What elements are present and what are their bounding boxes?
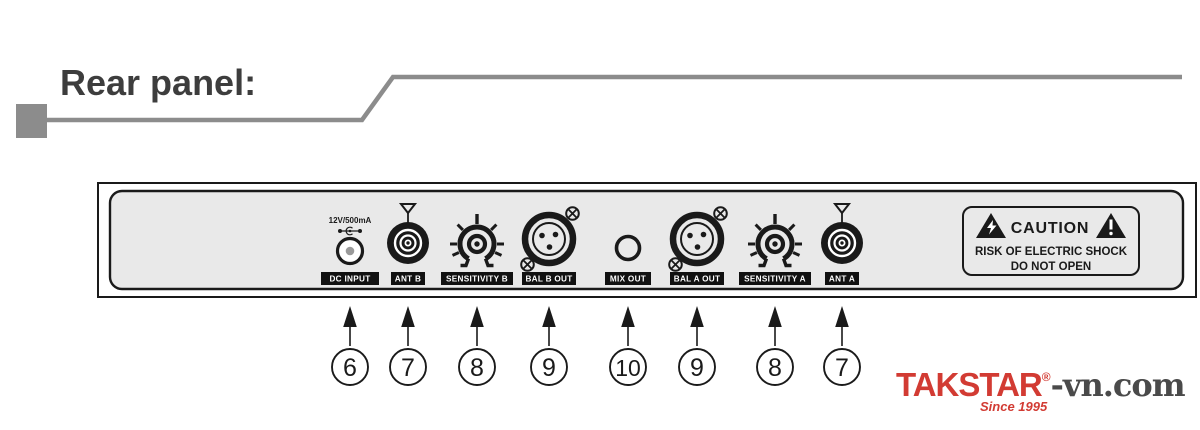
port-label: SENSITIVITY B [446,275,508,284]
arrow-up-icon [400,305,416,347]
callout-number: 10 [615,355,641,381]
port-sensitivity-a: SENSITIVITY A [739,214,811,285]
port-dc-input: 12V/500mA DC INPUT [321,216,379,285]
callout-circle [530,348,568,386]
arrow-up-icon [620,305,636,347]
dc-spec-label: 12V/500mA [329,216,372,225]
port-label-box [825,272,859,285]
divider-line [47,74,1182,123]
bnc-connector-icon [385,220,431,266]
port-label: BAL A OUT [674,275,721,284]
port-label-box [441,272,513,285]
callout-10-mix-out: 10 [609,305,647,386]
port-label-box [391,272,425,285]
callout-circle [331,348,369,386]
port-ant-b: ANT B [385,203,431,285]
port-label-box [522,272,576,285]
divider-square [16,104,47,138]
brand-wordmark: TAKSTAR [896,366,1043,403]
page-title: Rear panel: [60,62,257,103]
callout-circle [389,348,427,386]
arrow-up-icon [541,305,557,347]
warning-icon [1096,213,1126,238]
port-bal-b-out: BAL B OUT [521,207,579,285]
device-panel: 12V/500mA DC INPUT ANT B [97,182,1197,298]
section-divider [16,74,1182,138]
registered-mark: ® [1041,370,1051,384]
callout-8-sensitivity-b: 8 [458,305,496,386]
callout-circle [823,348,861,386]
callout-7-ant-b: 7 [389,305,427,386]
callout-circle [458,348,496,386]
caution-line2: DO NOT OPEN [1011,261,1092,273]
brand-suffix: -vn.com [1050,366,1186,404]
port-label: MIX OUT [610,275,646,284]
callout-number: 8 [470,354,484,382]
callout-number: 9 [690,354,704,382]
callout-7-ant-a: 7 [823,305,861,386]
port-label: DC INPUT [329,275,370,284]
arrow-up-icon [834,305,850,347]
caution-title: CAUTION [1011,220,1089,237]
callout-circle [609,348,647,386]
callout-number: 7 [835,354,849,382]
callout-number: 6 [343,354,357,382]
callout-9-bal-b-out: 9 [530,305,568,386]
callout-number: 8 [768,354,782,382]
panel-face [108,189,1185,291]
port-ant-a: ANT A [819,203,865,285]
arrow-up-icon [767,305,783,347]
bnc-connector-icon [819,220,865,266]
callout-6-dc-input: 6 [331,305,369,386]
arrow-up-icon [689,305,705,347]
port-label: BAL B OUT [525,275,572,284]
port-label: ANT B [395,275,422,284]
callout-circle [678,348,716,386]
callout-8-sensitivity-a: 8 [756,305,794,386]
arrow-up-icon [469,305,485,347]
port-sensitivity-b: SENSITIVITY B [441,214,513,285]
callout-circle [756,348,794,386]
callout-number: 9 [542,354,556,382]
caution-label: CAUTION RISK OF ELECTRIC SHOCK DO NOT OP… [962,206,1140,276]
port-label: SENSITIVITY A [744,275,806,284]
callout-number: 7 [401,354,415,382]
electric-shock-icon [976,213,1006,238]
polarity-icon [338,226,362,236]
port-label-box [739,272,811,285]
port-label-box [670,272,724,285]
dc-jack-icon [335,236,365,266]
port-label-box [605,272,651,285]
caution-box [962,206,1140,276]
callout-9-bal-a-out: 9 [678,305,716,386]
caution-line1: RISK OF ELECTRIC SHOCK [975,246,1128,258]
port-bal-a-out: BAL A OUT [669,207,727,285]
port-label-box [321,272,379,285]
watermark-logo: TAKSTAR®-vn.com Since 1995 [896,366,1186,414]
callouts: 6 7 8 9 10 9 8 [331,305,861,386]
jack-icon [614,234,642,262]
port-label: ANT A [829,275,855,284]
arrow-up-icon [342,305,358,347]
port-mix-out: MIX OUT [605,234,651,285]
brand-tagline: Since 1995 [980,399,1048,414]
